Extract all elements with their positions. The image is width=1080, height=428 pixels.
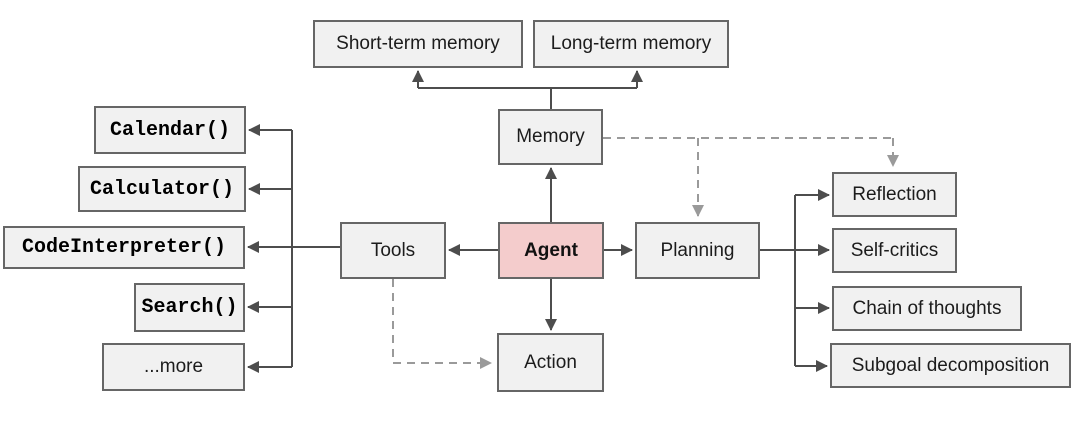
node-label: ...more [143,356,204,377]
node-label: Reflection [852,183,937,205]
node-subgoal-decomposition: Subgoal decomposition [830,343,1071,388]
edge-dashed-tools-action [392,279,492,369]
node-short-term-memory: Short-term memory [313,20,523,68]
node-label: Agent [524,239,578,261]
node-label: CodeInterpreter() [21,236,227,259]
node-more: ...more [102,343,245,391]
node-label: Calendar() [109,118,231,142]
node-label: Long-term memory [550,33,712,54]
node-label: Search() [141,296,238,319]
node-action: Action [497,333,604,392]
node-label: Memory [516,126,585,147]
node-label: Chain of thoughts [852,297,1002,319]
node-label: Calculator() [89,177,235,201]
node-chain-of-thoughts: Chain of thoughts [832,286,1022,331]
node-tools: Tools [340,222,446,279]
node-reflection: Reflection [832,172,957,217]
node-code-interpreter: CodeInterpreter() [3,226,245,269]
node-long-term-memory: Long-term memory [533,20,729,68]
node-memory: Memory [498,109,603,165]
node-label: Planning [660,239,735,261]
edge-memory-junction [418,87,637,109]
node-calculator: Calculator() [78,166,246,212]
node-label: Tools [370,239,416,261]
node-label: Subgoal decomposition [851,354,1050,376]
node-agent: Agent [498,222,604,279]
node-planning: Planning [635,222,760,279]
node-calendar: Calendar() [94,106,246,154]
node-label: Short-term memory [336,33,500,54]
node-self-critics: Self-critics [832,228,957,273]
node-label: Action [524,351,577,373]
node-search: Search() [134,283,245,332]
node-label: Self-critics [850,239,939,261]
